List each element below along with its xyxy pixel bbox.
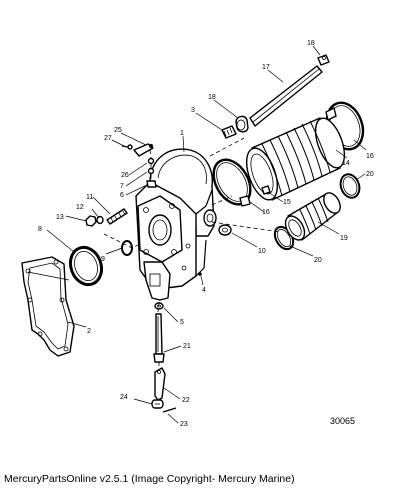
shaft-part-21 — [153, 313, 165, 363]
leader-lines — [27, 45, 367, 424]
washer-part-26 — [147, 157, 155, 165]
callout-1: 1 — [180, 130, 184, 137]
callout-11: 11 — [86, 194, 93, 201]
callout-23: 23 — [180, 421, 188, 428]
callout-19: 19 — [340, 235, 348, 242]
callout-3: 3 — [191, 107, 195, 114]
callout-4: 4 — [202, 287, 206, 294]
hose-clamp-part-18-lower — [235, 115, 249, 133]
callout-20-right: 20 — [366, 171, 374, 178]
callout-20-lower: 20 — [314, 257, 322, 264]
hose-clamp-part-18-upper — [317, 54, 330, 66]
callout-18-upper: 18 — [307, 40, 315, 47]
callout-27: 27 — [104, 135, 112, 142]
shaft-bellows-part-19 — [284, 192, 341, 241]
callout-16-lower: 16 — [262, 209, 270, 216]
cotter-pin-part-23 — [162, 407, 177, 413]
callout-15: 15 — [283, 199, 291, 206]
ground-strap-part-25 — [133, 143, 154, 157]
screw-part-27 — [121, 144, 133, 150]
gasket-part-2 — [21, 256, 75, 357]
callout-10: 10 — [258, 248, 266, 255]
callout-7: 7 — [120, 183, 124, 190]
callout-6: 6 — [120, 192, 124, 199]
figure-number: 30065 — [330, 416, 355, 426]
exhaust-bellows-part-14 — [245, 117, 346, 201]
washer-part-10 — [218, 224, 232, 236]
callout-labels: 1 3 18 17 18 16 14 15 16 20 19 20 10 4 1… — [38, 40, 374, 428]
washer-part-12 — [96, 215, 104, 225]
pin-part-4 — [198, 272, 202, 276]
callout-12: 12 — [76, 204, 84, 211]
fitting-part-3 — [221, 125, 237, 139]
pin-part-24 — [151, 399, 164, 409]
callout-21: 21 — [183, 343, 191, 350]
callout-13: 13 — [56, 214, 64, 221]
callout-8: 8 — [38, 226, 42, 233]
water-hose-part-17 — [249, 65, 323, 127]
image-caption: MercuryPartsOnline v2.5.1 (Image Copyrig… — [4, 473, 295, 485]
o-ring-part-9 — [121, 240, 133, 256]
clamp-part-16-lower — [212, 158, 252, 207]
callout-2: 2 — [87, 328, 91, 335]
stud-part-11 — [106, 208, 128, 225]
screw-part-7 — [147, 167, 155, 175]
lever-part-22 — [154, 367, 166, 401]
callout-22: 22 — [182, 397, 190, 404]
callout-9: 9 — [101, 256, 105, 263]
clamp-part-20-right — [339, 173, 361, 199]
callout-18-lower: 18 — [208, 94, 216, 101]
callout-16-upper: 16 — [366, 153, 374, 160]
callout-26: 26 — [121, 172, 129, 179]
transom-housing-part-1 — [135, 148, 217, 301]
alignment-lines — [103, 137, 281, 370]
nut-part-6 — [146, 180, 157, 188]
o-ring-part-8 — [68, 245, 104, 287]
callout-17: 17 — [262, 64, 270, 71]
nut-part-13 — [85, 215, 97, 227]
callout-25: 25 — [114, 127, 122, 134]
callout-24: 24 — [120, 394, 128, 401]
callout-14: 14 — [342, 160, 350, 167]
callout-5: 5 — [180, 319, 184, 326]
